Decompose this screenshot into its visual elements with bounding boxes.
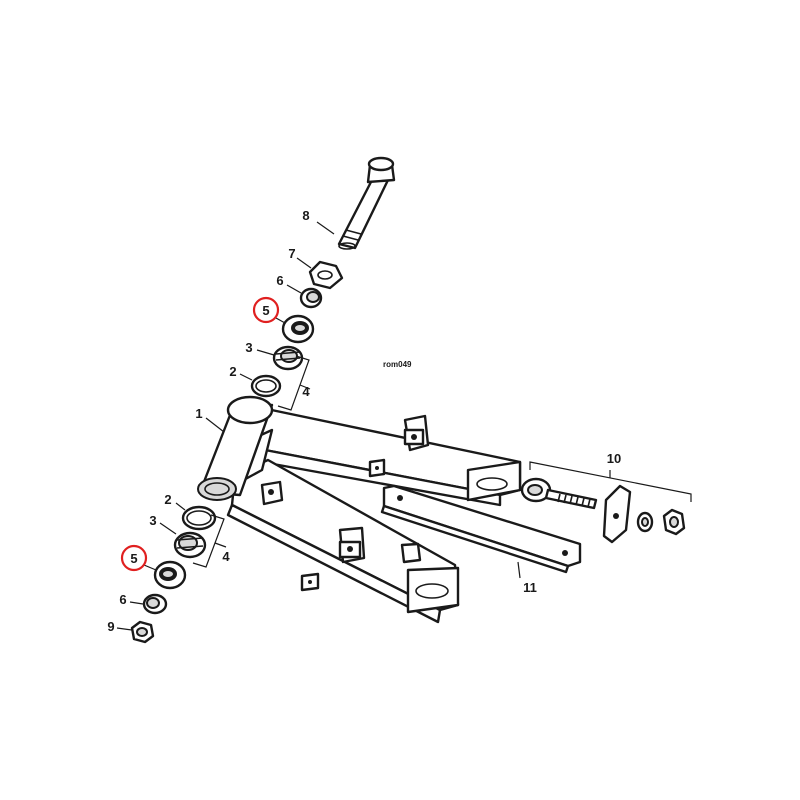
swingarm-frame	[197, 395, 522, 624]
callout-2-bottom: 2	[164, 492, 171, 507]
callout-11: 11	[523, 580, 537, 595]
bottom-spacer-6	[142, 593, 168, 615]
top-spacer-6	[299, 287, 323, 309]
bottom-bearing-race-2	[181, 505, 217, 531]
highlight-circle-top-icon	[252, 296, 280, 324]
chain-guard-bar	[380, 484, 582, 574]
callout-6-top: 6	[276, 273, 283, 288]
lock-washer	[308, 260, 344, 290]
callout-1: 1	[195, 406, 202, 421]
callout-10: 10	[607, 451, 621, 466]
bottom-dust-seal-5	[153, 560, 187, 590]
chain-adjuster-assembly	[520, 477, 686, 544]
callout-2-top: 2	[229, 364, 236, 379]
callout-7: 7	[288, 246, 295, 261]
callouts: 8 7 6 5 3 2 4 1 2 3 4 5 6 9 10 11	[107, 208, 621, 634]
callout-4-bottom: 4	[222, 549, 230, 564]
highlight-markers	[120, 296, 280, 572]
bottom-bearing-3	[173, 531, 207, 559]
callout-4-top: 4	[302, 384, 310, 399]
top-bearing-3	[272, 345, 304, 371]
callout-8: 8	[302, 208, 309, 223]
leader-lines	[116, 221, 692, 631]
top-dust-seal-5	[281, 314, 315, 344]
callout-3-top: 3	[245, 340, 252, 355]
highlight-circle-bottom-icon	[120, 544, 148, 572]
callout-6-bottom: 6	[119, 592, 126, 607]
callout-5-top: 5	[262, 303, 269, 318]
callout-3-bottom: 3	[149, 513, 156, 528]
pivot-nut-9	[130, 620, 155, 644]
callout-5-bottom: 5	[130, 551, 137, 566]
top-bearing-race-2	[250, 374, 282, 398]
reference-code: rom049	[383, 360, 412, 369]
callout-9: 9	[107, 619, 114, 634]
pivot-bolt	[337, 156, 396, 250]
